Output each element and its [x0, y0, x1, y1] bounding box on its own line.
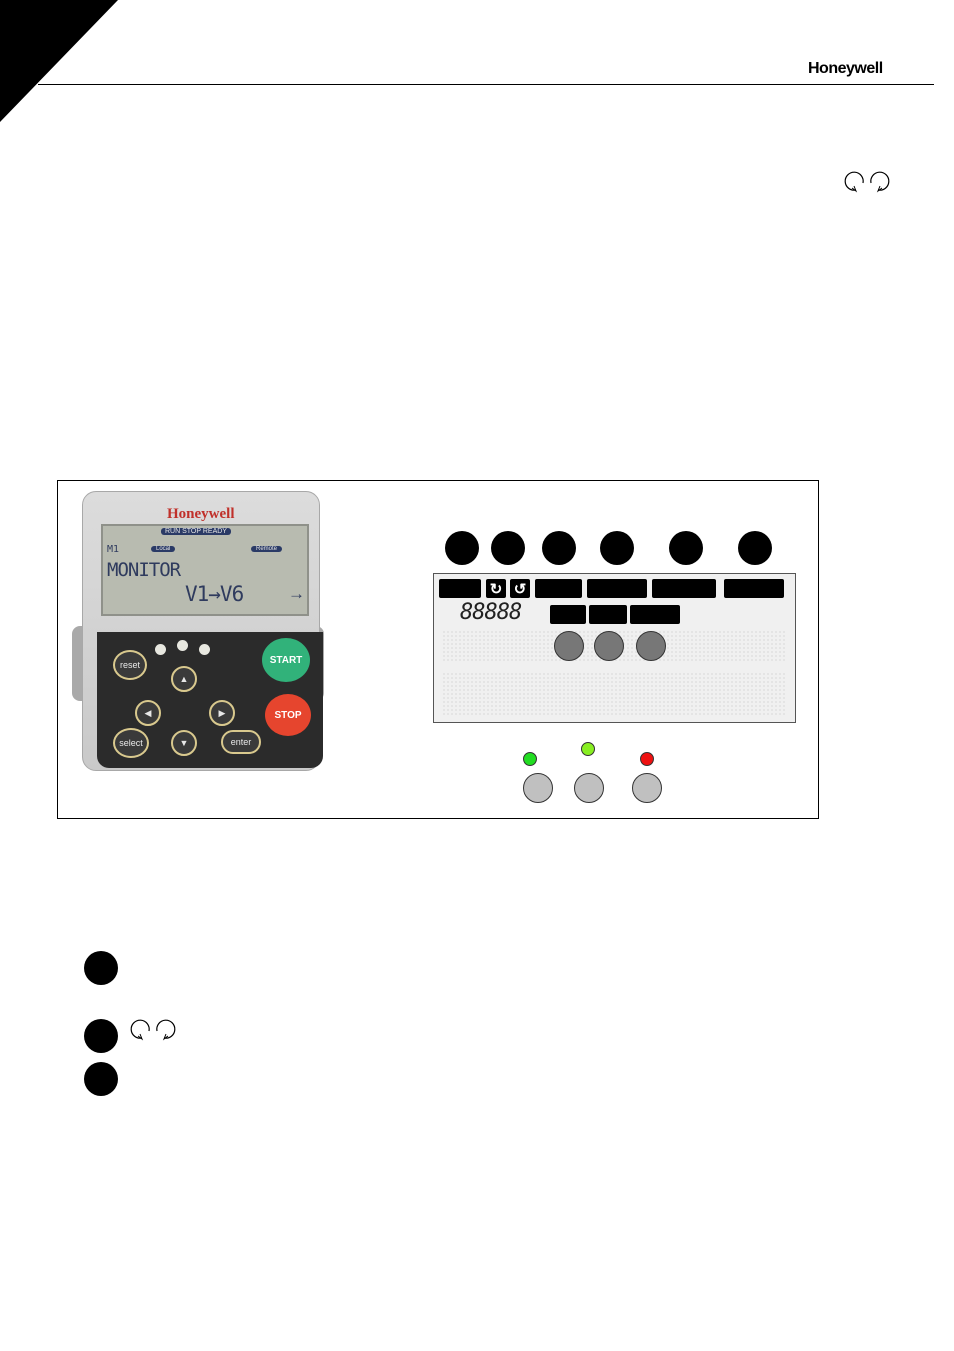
rotation-direction-icon: [130, 1019, 176, 1041]
keypad-led: [199, 644, 210, 655]
callout-badge-6: [738, 531, 772, 565]
right-arrow-button[interactable]: ▶: [209, 700, 235, 726]
dot-matrix-row: [442, 672, 786, 716]
keypad-brand-logo: Honeywell: [167, 506, 235, 522]
seven-segment-digits: 88888: [460, 600, 522, 625]
legend-badge-1: [84, 951, 118, 985]
start-button[interactable]: START: [262, 638, 310, 682]
callout-circle-8: [594, 631, 624, 661]
callout-badge-1: [445, 531, 479, 565]
callout-badge-3: [542, 531, 576, 565]
keypad-lcd-remote-indicator: Remote: [251, 546, 283, 552]
keypad-figure: Honeywell RUN STOP READY M1 Local Remote…: [57, 480, 819, 819]
callout-badge-4: [600, 531, 634, 565]
header-rule: [38, 84, 934, 85]
keypad-lcd: RUN STOP READY M1 Local Remote MONITOR V…: [101, 524, 309, 616]
fault-led-indicator: [640, 752, 654, 766]
keypad-button-panel: reset ▲ ◀ ▶ ▼ select enter START STOP: [97, 632, 323, 768]
callout-badge-5: [669, 531, 703, 565]
status-segment: [439, 579, 481, 598]
status-segment: [724, 579, 784, 598]
callout-circle-7: [554, 631, 584, 661]
callout-circle-11: [574, 773, 604, 803]
callout-badge-2: [491, 531, 525, 565]
keypad-lcd-arrow-icon: →: [288, 584, 305, 603]
rotation-direction-icon: [844, 171, 890, 193]
keypad-lcd-local-indicator: Local: [151, 546, 176, 552]
keypad-lcd-menu-code: M1: [107, 544, 120, 555]
callout-circle-12: [632, 773, 662, 803]
keypad-body: Honeywell RUN STOP READY M1 Local Remote…: [82, 491, 323, 771]
keypad-led: [155, 644, 166, 655]
corner-triangle: [0, 0, 118, 122]
unit-segment: [550, 605, 586, 624]
stop-button[interactable]: STOP: [265, 694, 311, 736]
callout-circle-10: [523, 773, 553, 803]
select-button[interactable]: select: [113, 728, 149, 758]
keypad-lcd-values: V1→V6: [185, 582, 244, 606]
keypad-lcd-title: MONITOR: [107, 559, 181, 581]
unit-segment: [630, 605, 680, 624]
enter-button[interactable]: enter: [221, 730, 261, 754]
header-brand-logo: Honeywell: [808, 60, 883, 77]
keypad-led: [177, 640, 188, 651]
display-schematic: ↻ ↺ 88888: [433, 573, 796, 723]
ready-led-indicator: [581, 742, 595, 756]
status-segment: [652, 579, 716, 598]
reverse-rotation-icon: ↺: [510, 579, 530, 598]
left-arrow-button[interactable]: ◀: [135, 700, 161, 726]
up-arrow-button[interactable]: ▲: [171, 666, 197, 692]
keypad-photo: Honeywell RUN STOP READY M1 Local Remote…: [72, 491, 324, 771]
down-arrow-button[interactable]: ▼: [171, 730, 197, 756]
status-segment: [535, 579, 582, 598]
keypad-lcd-status: RUN STOP READY: [161, 528, 231, 535]
legend-badge-3: [84, 1062, 118, 1096]
unit-segment: [589, 605, 627, 624]
forward-rotation-icon: ↻: [486, 579, 506, 598]
callout-circle-9: [636, 631, 666, 661]
status-segment: [587, 579, 647, 598]
legend-badge-2: [84, 1019, 118, 1053]
run-led-indicator: [523, 752, 537, 766]
reset-button[interactable]: reset: [113, 650, 147, 680]
